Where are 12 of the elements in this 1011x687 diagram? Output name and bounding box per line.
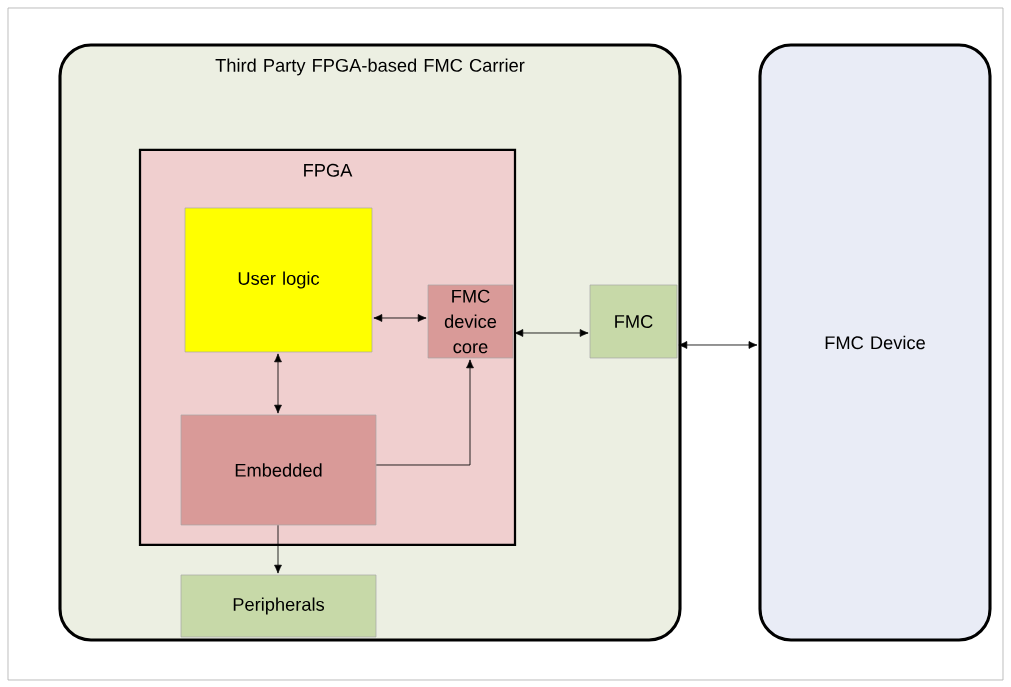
processor-box: Embedded [180,414,377,526]
arrow [375,359,474,466]
arrow [373,314,427,322]
arrow [274,353,282,414]
peripherals-box: Peripherals [180,574,377,638]
arrow [678,341,758,349]
logic-box: User logic [184,207,373,353]
arrow [514,329,589,337]
core-box: FMC device core [427,284,514,359]
arrow [274,524,282,574]
device-board: FMC Device [758,43,992,642]
connector-box: FMC [589,284,678,359]
